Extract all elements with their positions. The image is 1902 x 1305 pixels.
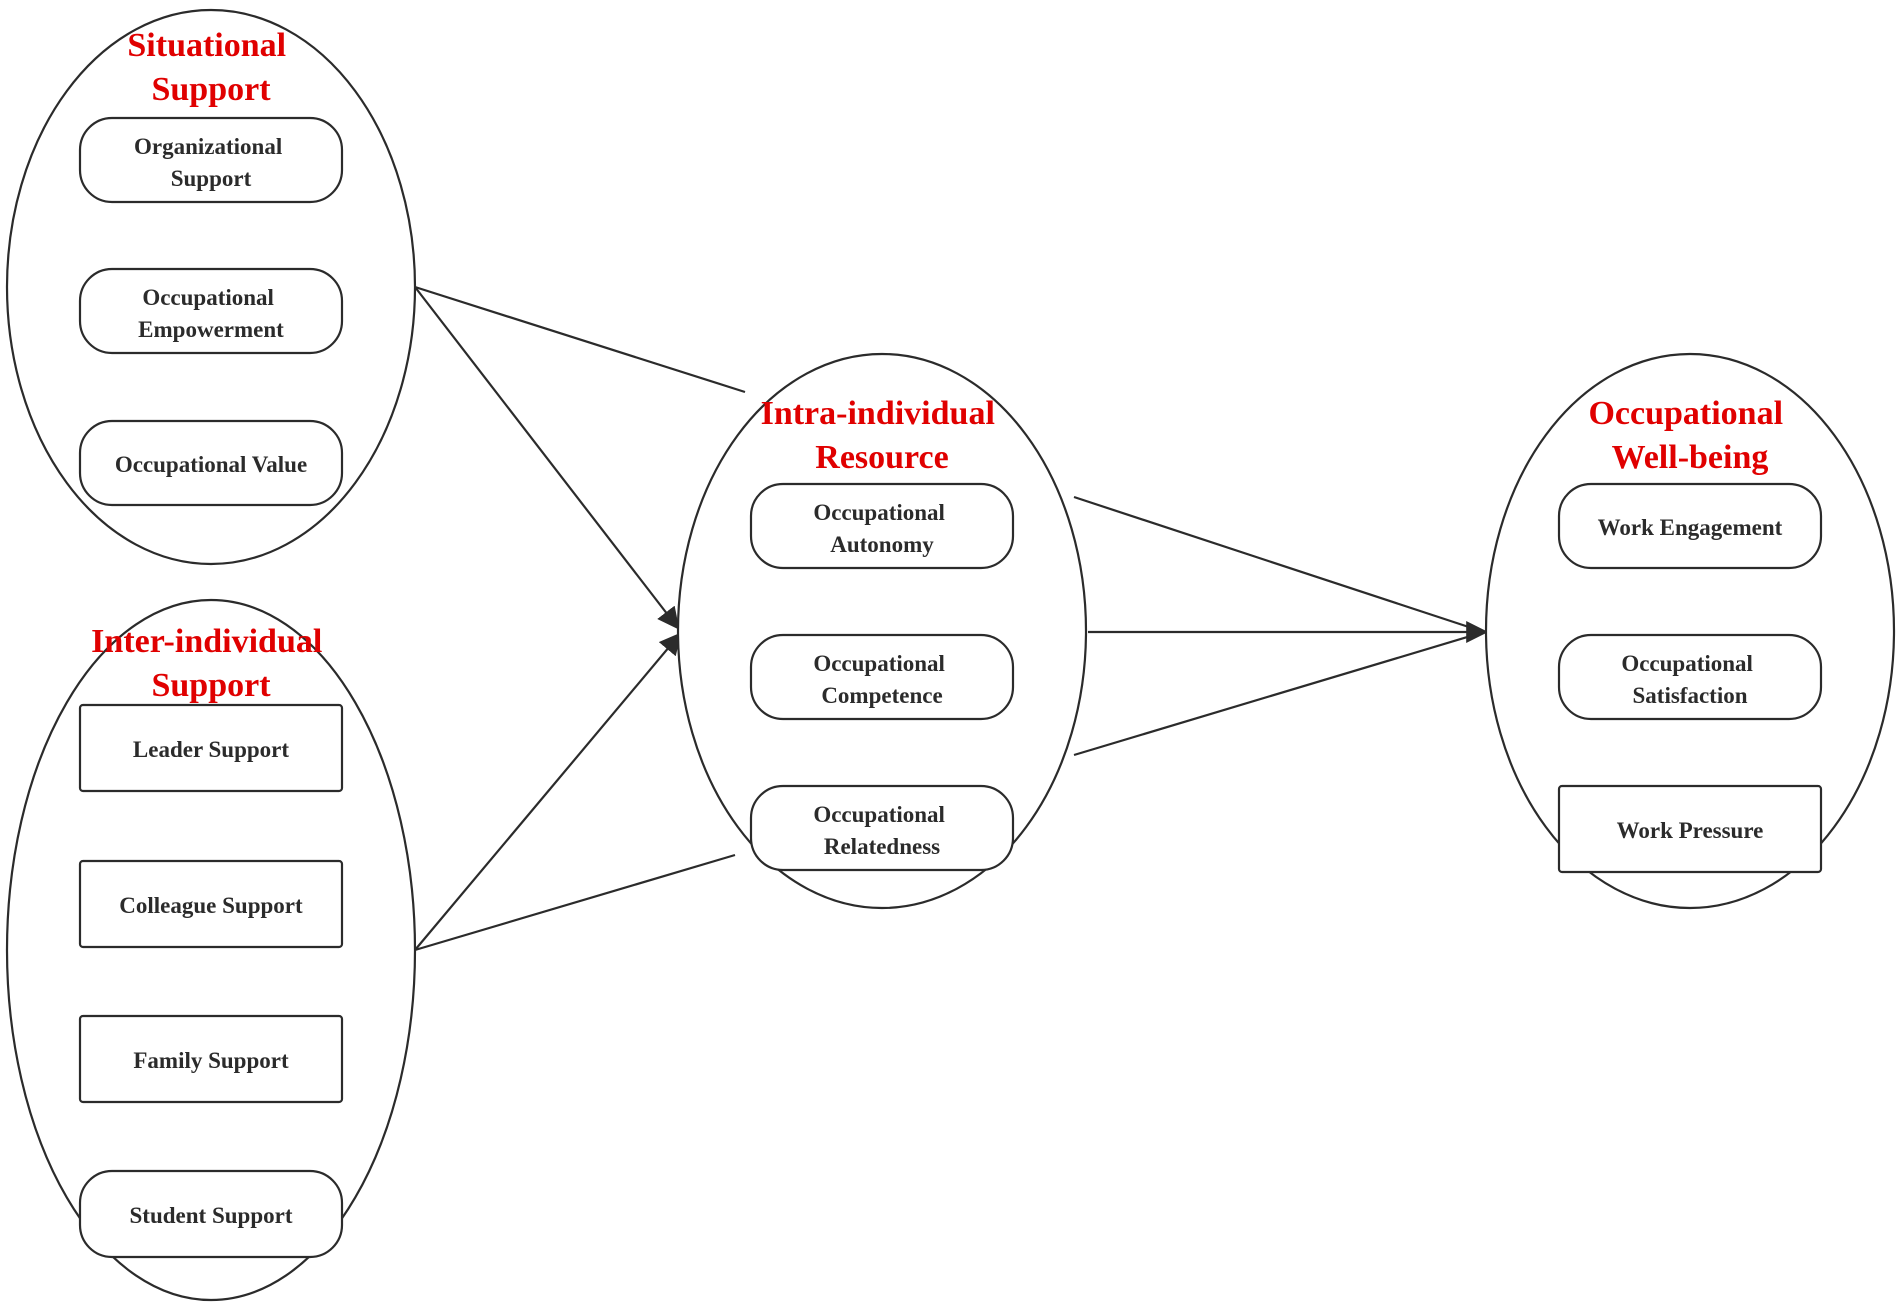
node-label: Occupational Empowerment [138, 285, 284, 342]
node-occupational-empowerment: Occupational Empowerment [78, 267, 344, 355]
edge-situational-to-intra-arrow [414, 286, 680, 630]
group-intra-individual-resource: Intra-individual Resource Occupational A… [676, 352, 1088, 910]
node-label: Organizational Support [134, 134, 288, 191]
node-label-line: Occupational [813, 500, 945, 525]
node-leader-support: Leader Support [78, 703, 344, 793]
node-label: Occupational Value [115, 452, 307, 477]
node-box [78, 267, 344, 355]
node-label: Student Support [130, 1203, 293, 1228]
node-occupational-satisfaction: Occupational Satisfaction [1557, 633, 1823, 721]
node-occupational-competence: Occupational Competence [749, 633, 1015, 721]
node-label: Occupational Autonomy [813, 500, 950, 557]
node-box [1557, 633, 1823, 721]
node-work-engagement: Work Engagement [1557, 482, 1823, 570]
group-title-line: Support [151, 71, 271, 108]
node-box [1557, 784, 1823, 874]
edge-inter-to-intra-arrow [414, 632, 682, 951]
node-label-line: Organizational [134, 134, 282, 159]
node-label-line: Autonomy [830, 532, 934, 557]
group-title-line: Occupational [1588, 395, 1783, 432]
group-title-line: Intra-individual [761, 395, 995, 432]
node-label-line: Student Support [130, 1203, 293, 1228]
group-title-line: Well-being [1612, 439, 1769, 476]
edges [414, 285, 1489, 952]
node-label-line: Work Engagement [1598, 515, 1783, 540]
node-label-line: Support [171, 166, 252, 191]
group-title-line: Support [151, 667, 271, 704]
node-label-line: Empowerment [138, 317, 284, 342]
node-label: Work Engagement [1598, 515, 1783, 540]
group-title-situational: Situational Support [127, 27, 294, 108]
node-label-line: Leader Support [133, 737, 289, 762]
node-label: Work Pressure [1617, 818, 1764, 843]
node-student-support: Student Support [78, 1169, 344, 1259]
edge-intra-to-wellbeing-upper [1073, 495, 1485, 634]
node-label: Occupational Relatedness [813, 802, 950, 859]
node-work-pressure: Work Pressure [1557, 784, 1823, 874]
node-box [78, 859, 344, 949]
node-box [78, 703, 344, 793]
node-label: Occupational Satisfaction [1621, 651, 1758, 708]
group-title-line: Situational [127, 27, 286, 64]
node-organizational-support: Organizational Support [78, 116, 344, 204]
group-title-wellbeing: Occupational Well-being [1588, 395, 1791, 476]
group-occupational-well-being: Occupational Well-being Work Engagement … [1484, 352, 1896, 910]
node-label-line: Family Support [133, 1048, 289, 1073]
node-label-line: Occupational [1621, 651, 1753, 676]
node-occupational-value: Occupational Value [78, 419, 344, 507]
node-box [78, 1169, 344, 1259]
node-occupational-autonomy: Occupational Autonomy [749, 482, 1015, 570]
edge-situational-to-intra-upper [414, 285, 746, 394]
node-box [749, 784, 1015, 872]
node-box [749, 482, 1015, 570]
node-label-line: Occupational [813, 651, 945, 676]
node-label: Colleague Support [119, 893, 303, 918]
edge-inter-to-intra-lower [414, 853, 736, 952]
node-label-line: Competence [821, 683, 942, 708]
node-label-line: Work Pressure [1617, 818, 1764, 843]
group-inter-individual-support: Inter-individual Support Leader Support … [5, 598, 417, 1302]
node-box [78, 116, 344, 204]
edge-intra-to-wellbeing-lower [1073, 630, 1485, 757]
node-label-line: Occupational Value [115, 452, 307, 477]
node-label-line: Occupational [142, 285, 274, 310]
group-title-intra: Intra-individual Resource [761, 395, 1004, 476]
node-occupational-relatedness: Occupational Relatedness [749, 784, 1015, 872]
node-box [749, 633, 1015, 721]
node-label: Leader Support [133, 737, 289, 762]
node-label: Family Support [133, 1048, 289, 1073]
node-colleague-support: Colleague Support [78, 859, 344, 949]
group-title-line: Resource [815, 439, 948, 476]
group-title-inter: Inter-individual Support [91, 623, 331, 704]
node-box [78, 1014, 344, 1104]
node-label: Occupational Competence [813, 651, 950, 708]
node-label-line: Occupational [813, 802, 945, 827]
node-family-support: Family Support [78, 1014, 344, 1104]
node-box [78, 419, 344, 507]
node-label-line: Colleague Support [119, 893, 303, 918]
node-label-line: Satisfaction [1633, 683, 1748, 708]
node-label-line: Relatedness [824, 834, 940, 859]
group-situational-support: Situational Support Organizational Suppo… [5, 8, 417, 566]
group-title-line: Inter-individual [91, 623, 322, 660]
node-box [1557, 482, 1823, 570]
